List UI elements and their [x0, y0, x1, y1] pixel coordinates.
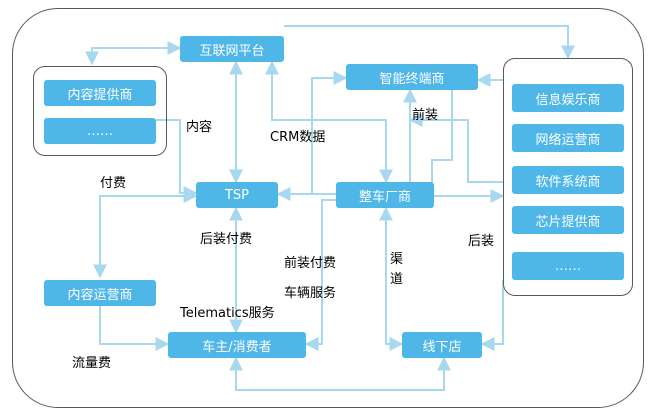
- network-operator-node[interactable]: 网络运营商: [512, 124, 624, 152]
- link-terminal-oem-loop: [431, 90, 453, 182]
- link-right-oem: [408, 113, 503, 183]
- link-internet-right-group: [284, 25, 575, 60]
- label-crm-data: CRM数据: [270, 130, 326, 145]
- link-internet-oem: [265, 60, 393, 184]
- right-more-node[interactable]: ……: [512, 252, 624, 280]
- link-oem-store: [379, 206, 404, 351]
- infotainment-node[interactable]: 信息娱乐商: [512, 84, 624, 112]
- label-vehicle-service: 车辆服务: [284, 286, 337, 301]
- content-more-node[interactable]: ……: [44, 118, 156, 144]
- label-aftermarket-payment: 后装付费: [200, 232, 253, 247]
- link-right-store: [480, 280, 504, 351]
- chip-provider-node[interactable]: 芯片提供商: [512, 206, 624, 234]
- link-terminal-oem: [311, 71, 348, 194]
- link-oem-owner: [304, 199, 336, 351]
- label-front-install: 前装: [412, 108, 439, 123]
- label-channel: 渠 道: [390, 252, 404, 287]
- label-content: 内容: [186, 120, 213, 135]
- oem-node[interactable]: 整车厂商: [336, 182, 434, 208]
- content-operator-node[interactable]: 内容运营商: [44, 280, 156, 306]
- content-provider-node[interactable]: 内容提供商: [44, 80, 156, 106]
- tsp-node[interactable]: TSP: [196, 182, 278, 208]
- content-provider-group: [33, 66, 167, 156]
- outer-frame: [12, 8, 644, 408]
- offline-store-node[interactable]: 线下店: [402, 332, 482, 358]
- label-aftermarket: 后装: [468, 234, 495, 249]
- link-operator-owner: [99, 306, 170, 351]
- software-system-node[interactable]: 软件系统商: [512, 166, 624, 194]
- right-provider-group: [503, 58, 633, 296]
- label-front-payment: 前装付费: [284, 256, 337, 271]
- link-internet-content-group: [85, 41, 182, 66]
- owner-consumer-node[interactable]: 车主/消费者: [168, 332, 306, 358]
- label-traffic-fee: 流量费: [72, 356, 112, 371]
- label-payment: 付费: [100, 176, 127, 191]
- link-owner-store: [229, 356, 451, 391]
- link-payment: [93, 189, 198, 279]
- smart-terminal-node[interactable]: 智能终端商: [346, 64, 478, 90]
- label-telematics: Telematics服务: [180, 306, 275, 321]
- internet-platform-node[interactable]: 互联网平台: [180, 36, 284, 62]
